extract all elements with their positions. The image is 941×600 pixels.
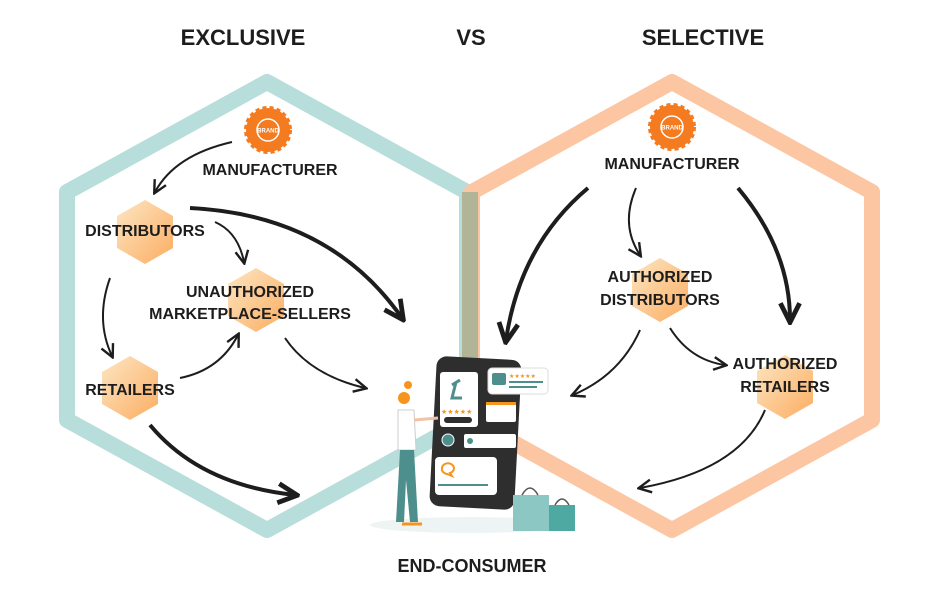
shopping-bag-icon [549, 505, 575, 531]
label-auth-retailers-2: RETAILERS [740, 379, 830, 396]
svg-text:★★★★★: ★★★★★ [441, 408, 472, 416]
node-retailers [102, 356, 158, 420]
brand-badge-icon-exclusive: BRAND [244, 106, 292, 154]
exclusive-arrows [103, 141, 402, 495]
heading-vs: VS [456, 25, 485, 50]
svg-text:★★★★★: ★★★★★ [509, 373, 536, 380]
brand-badge-icon-selective: BRAND [648, 103, 696, 151]
brand-badge-text: BRAND [257, 129, 279, 135]
label-retailers: RETAILERS [85, 382, 175, 399]
chat-bubble-icon [440, 462, 455, 479]
label-unauthorized-1: UNAUTHORIZED [186, 284, 314, 301]
label-auth-retailers-1: AUTHORIZED [733, 356, 838, 373]
consumer-illustration: ★★★★★ ★★★★★ [370, 356, 575, 533]
label-manufacturer-exclusive: MANUFACTURER [202, 162, 338, 179]
node-distributors [117, 200, 173, 264]
label-manufacturer-selective: MANUFACTURER [604, 156, 740, 173]
node-authorized-distributors [632, 258, 688, 322]
label-auth-distributors-1: AUTHORIZED [608, 269, 713, 286]
selective-arrows [506, 186, 790, 488]
node-authorized-retailers [757, 355, 813, 419]
label-distributors: DISTRIBUTORS [85, 223, 205, 240]
brand-badge-text: BRAND [661, 126, 683, 132]
heading-selective: SELECTIVE [642, 25, 764, 50]
node-unauthorized [228, 268, 284, 332]
label-auth-distributors-2: DISTRIBUTORS [600, 292, 720, 309]
label-unauthorized-2: MARKETPLACE-SELLERS [149, 306, 351, 323]
label-end-consumer: END-CONSUMER [397, 556, 546, 576]
shopping-bag-icon [513, 495, 549, 531]
heading-exclusive: EXCLUSIVE [181, 25, 306, 50]
